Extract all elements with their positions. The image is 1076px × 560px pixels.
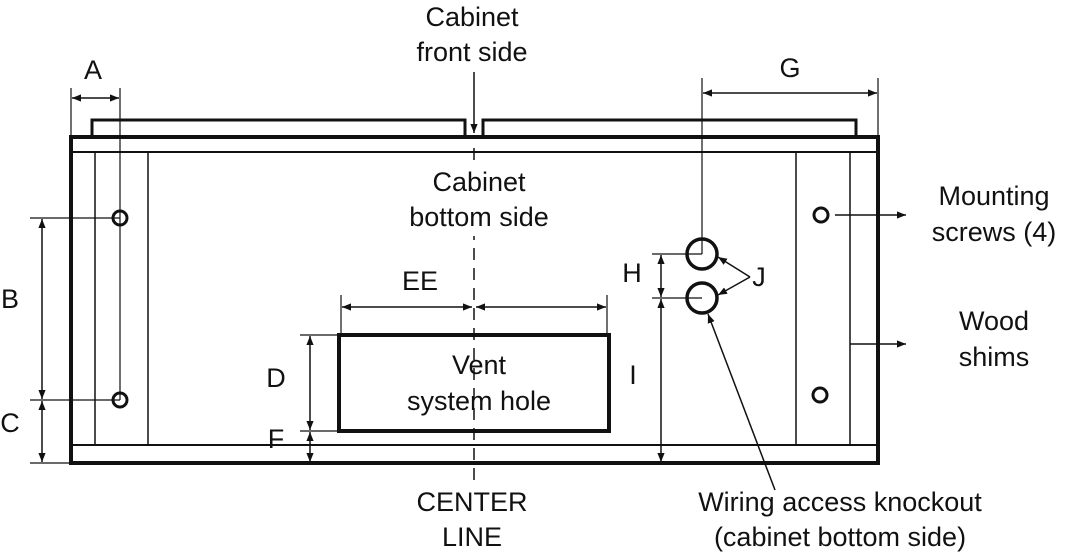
dimension-h-label: H [622, 258, 642, 288]
dimension-a-label: A [84, 55, 102, 85]
vent-hole-label-line2: system hole [407, 386, 551, 416]
wood-shims-label-line2: shims [959, 342, 1030, 372]
right-flange [481, 118, 858, 139]
center-line-label-line1: CENTER [416, 487, 527, 517]
cabinet-outline [69, 135, 880, 465]
mounting-screw-icon [812, 206, 830, 224]
cabinet-bottom-label-line2: bottom side [409, 202, 549, 232]
mounting-screws-label-line2: screws (4) [932, 217, 1057, 247]
dimension-f-label: F [268, 424, 285, 454]
wiring-knockout-label-line1: Wiring access knockout [698, 487, 982, 517]
mounting-screw-icon [811, 386, 829, 404]
left-flange [90, 118, 467, 139]
dimension-b-label: B [1, 284, 19, 314]
wood-shims-label-line1: Wood [959, 306, 1029, 336]
vent-hole-label-line1: Vent [452, 350, 507, 380]
dimension-g-label: G [779, 53, 800, 83]
wiring-knockout-leader [707, 313, 776, 491]
cabinet-front-label-line1: Cabinet [425, 2, 519, 32]
dimension-d-label: D [266, 363, 286, 393]
cabinet-bottom-label-line1: Cabinet [432, 167, 526, 197]
j-leader-bottom [717, 276, 751, 296]
dimension-i-label: I [629, 360, 637, 390]
center-line-label-line2: LINE [442, 522, 502, 552]
mounting-screws-label-line1: Mounting [938, 181, 1049, 211]
dimension-c-label: C [0, 408, 20, 438]
wiring-knockout-label-line2: (cabinet bottom side) [714, 522, 966, 552]
dimension-ee-label: EE [402, 266, 438, 296]
j-leader-top [717, 256, 751, 278]
cabinet-front-label-line2: front side [416, 37, 527, 67]
dimension-j-label: J [752, 262, 766, 292]
